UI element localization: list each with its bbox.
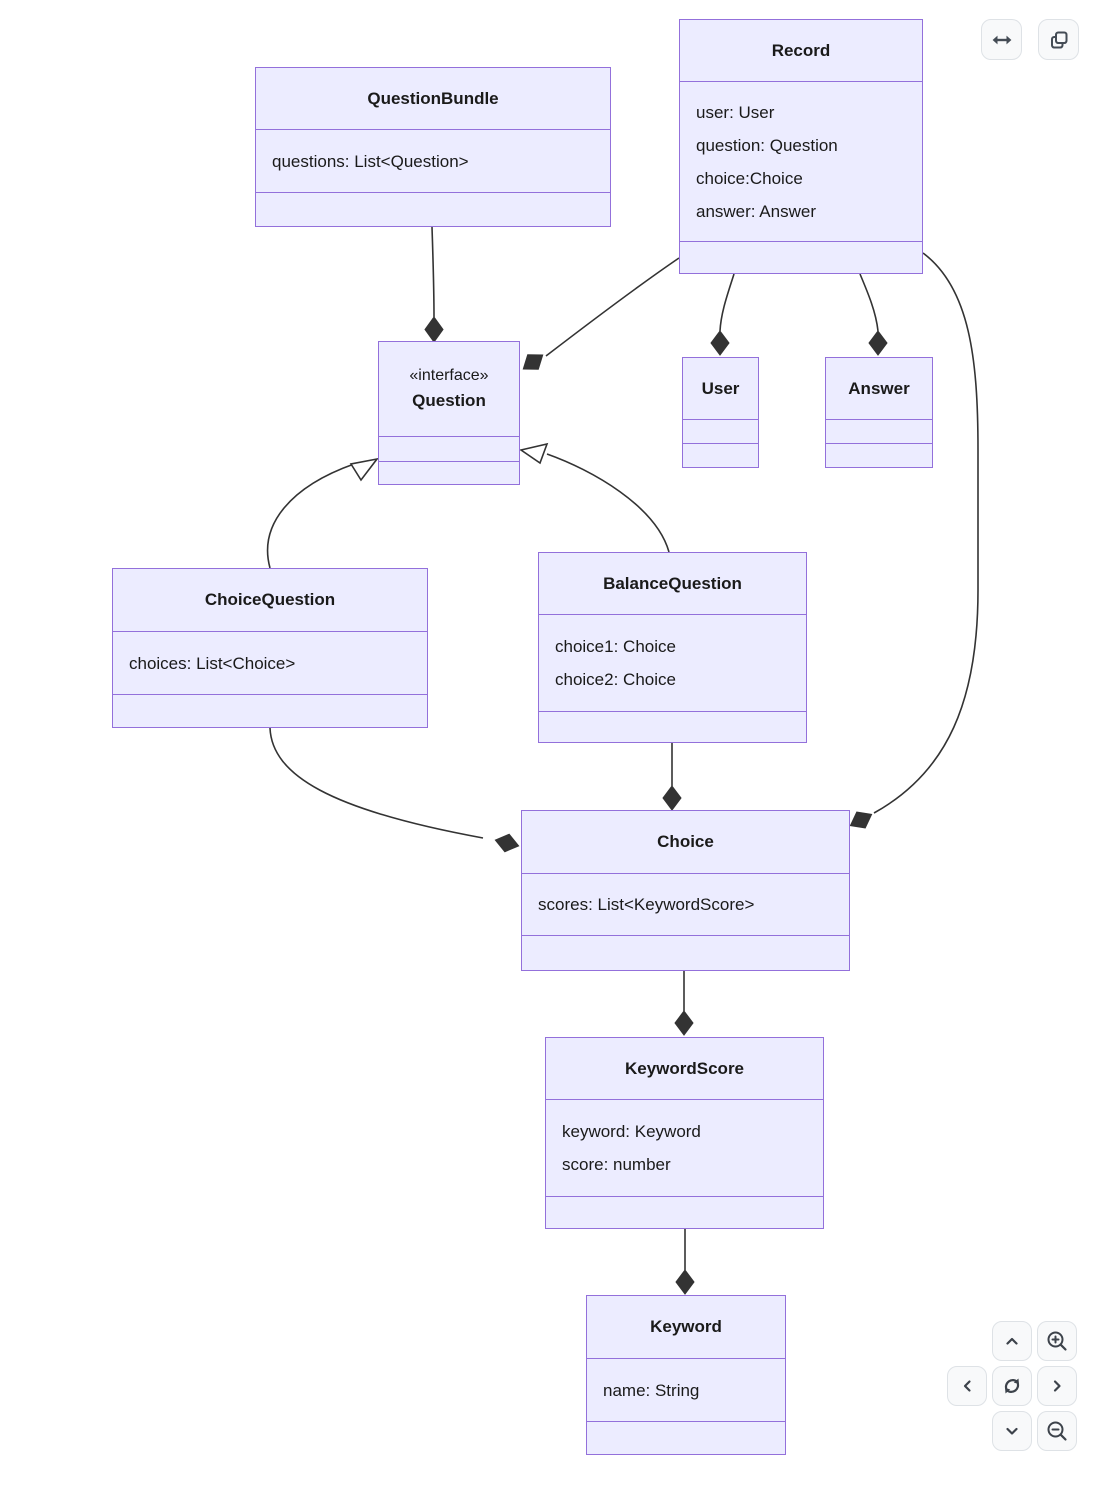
attribute: answer: Answer — [696, 201, 816, 221]
class-box-user: User — [682, 357, 759, 468]
class-box-questionbundle: QuestionBundle questions: List<Question> — [255, 67, 611, 227]
class-attributes: choice1: Choice choice2: Choice — [539, 615, 806, 712]
pan-down-button[interactable] — [992, 1411, 1032, 1451]
class-attributes — [683, 420, 758, 444]
class-attributes: scores: List<KeywordScore> — [522, 874, 849, 936]
sync-icon — [1004, 1378, 1020, 1394]
class-methods — [379, 462, 519, 484]
chevron-right-icon — [1053, 1380, 1061, 1392]
class-title: «interface» Question — [379, 342, 519, 437]
reset-view-button[interactable] — [992, 1366, 1032, 1406]
class-annotation: «interface» — [409, 367, 489, 384]
zoom-in-button[interactable] — [1037, 1321, 1077, 1361]
copy-icon — [1050, 31, 1067, 48]
zoom-out-button[interactable] — [1037, 1411, 1077, 1451]
class-box-choicequestion: ChoiceQuestion choices: List<Choice> — [112, 568, 428, 728]
attribute: questions: List<Question> — [272, 151, 469, 171]
edge-record-answer — [859, 273, 879, 332]
class-box-keywordscore: KeywordScore keyword: Keyword score: num… — [545, 1037, 824, 1229]
composition-diamond — [494, 833, 520, 853]
class-methods — [113, 695, 427, 727]
pan-right-button[interactable] — [1037, 1366, 1077, 1406]
class-title: ChoiceQuestion — [113, 569, 427, 632]
class-attributes: choices: List<Choice> — [113, 632, 427, 695]
attribute: question: Question — [696, 135, 838, 155]
class-title: BalanceQuestion — [539, 553, 806, 615]
edge-choicequestion-choice — [269, 727, 484, 839]
copy-button[interactable] — [1038, 19, 1079, 60]
chevron-down-icon — [1006, 1427, 1018, 1435]
attribute: scores: List<KeywordScore> — [538, 895, 755, 914]
attribute: user: User — [696, 102, 775, 122]
class-methods — [587, 1422, 785, 1454]
class-title: KeywordScore — [546, 1038, 823, 1100]
class-title: Choice — [522, 811, 849, 874]
class-attributes: keyword: Keyword score: number — [546, 1100, 823, 1197]
class-attributes: user: User question: Question choice:Cho… — [680, 82, 922, 242]
class-methods — [826, 444, 932, 467]
class-title: Answer — [826, 358, 932, 420]
class-attributes — [826, 420, 932, 444]
realization-arrowhead — [349, 457, 379, 482]
attribute: keyword: Keyword — [562, 1122, 701, 1141]
edge-record-choice — [873, 252, 979, 814]
edge-questionbundle-question — [431, 226, 435, 318]
resize-horizontal-button[interactable] — [981, 19, 1022, 60]
class-title: Record — [680, 20, 922, 82]
class-methods — [539, 712, 806, 742]
chevron-up-icon — [1006, 1337, 1018, 1345]
pan-left-button[interactable] — [947, 1366, 987, 1406]
class-box-answer: Answer — [825, 357, 933, 468]
attribute: choice1: Choice — [555, 637, 676, 656]
class-title: QuestionBundle — [256, 68, 610, 130]
edge-balancequestion-question — [546, 453, 670, 553]
attribute: score: number — [562, 1155, 671, 1174]
pan-up-button[interactable] — [992, 1321, 1032, 1361]
attribute: choices: List<Choice> — [129, 653, 296, 673]
class-methods — [522, 936, 849, 970]
class-attributes: name: String — [587, 1359, 785, 1422]
class-attributes — [379, 437, 519, 462]
composition-diamond — [674, 1010, 694, 1036]
class-box-question: «interface» Question — [378, 341, 520, 485]
swap-horizontal-icon — [992, 35, 1011, 44]
class-methods — [256, 193, 610, 226]
class-box-choice: Choice scores: List<KeywordScore> — [521, 810, 850, 971]
composition-diamond — [849, 811, 873, 829]
class-box-keyword: Keyword name: String — [586, 1295, 786, 1455]
magnifier-minus-icon — [1047, 1421, 1067, 1441]
magnifier-plus-icon — [1047, 1331, 1067, 1351]
class-title-text: Question — [412, 391, 486, 410]
class-methods — [680, 242, 922, 273]
class-attributes: questions: List<Question> — [256, 130, 610, 193]
composition-diamond — [424, 316, 444, 343]
class-methods — [546, 1197, 823, 1228]
attribute: choice:Choice — [696, 168, 803, 188]
attribute: choice2: Choice — [555, 670, 676, 689]
composition-diamond — [662, 785, 682, 811]
class-methods — [683, 444, 758, 467]
composition-diamond — [522, 354, 544, 370]
composition-diamond — [675, 1269, 695, 1295]
edge-record-question — [545, 257, 680, 357]
composition-diamond — [868, 330, 888, 356]
class-box-record: Record user: User question: Question cho… — [679, 19, 923, 274]
attribute: name: String — [603, 1380, 700, 1400]
realization-arrowhead — [519, 442, 549, 465]
class-box-balancequestion: BalanceQuestion choice1: Choice choice2:… — [538, 552, 807, 743]
composition-diamond — [710, 330, 730, 356]
class-title: User — [683, 358, 758, 420]
chevron-left-icon — [963, 1380, 971, 1392]
edge-record-user — [719, 273, 735, 332]
class-title: Keyword — [587, 1296, 785, 1359]
edge-choicequestion-question — [266, 463, 355, 569]
